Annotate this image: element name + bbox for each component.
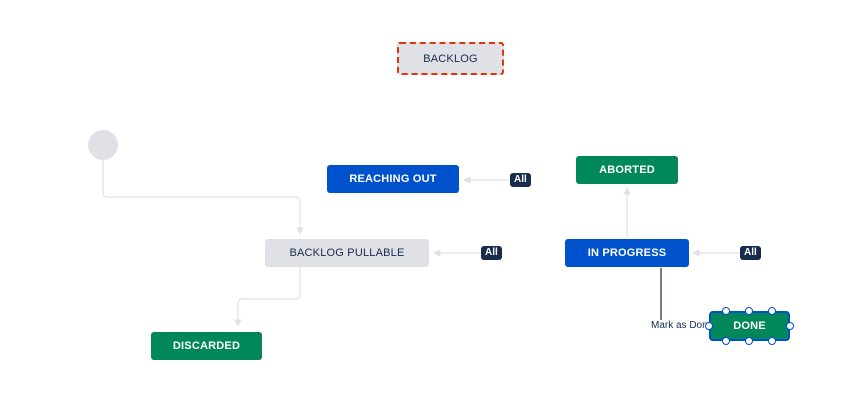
resize-handle-top-2[interactable] xyxy=(745,307,753,315)
resize-handle-right[interactable] xyxy=(786,322,794,330)
resize-handle-left[interactable] xyxy=(705,322,713,330)
status-in-progress[interactable]: IN PROGRESS xyxy=(565,239,689,267)
resize-handle-top-1[interactable] xyxy=(722,307,730,315)
status-reaching-out[interactable]: REACHING OUT xyxy=(327,165,459,193)
all-transition-badge-backlog-pullable[interactable]: All xyxy=(481,246,502,260)
status-in-progress-label: IN PROGRESS xyxy=(587,247,667,259)
status-aborted[interactable]: ABORTED xyxy=(576,156,678,184)
status-reaching-out-label: REACHING OUT xyxy=(349,173,437,185)
all-transition-badge-reaching-out[interactable]: All xyxy=(510,173,531,187)
resize-handle-top-3[interactable] xyxy=(768,307,776,315)
connector-start-to-backlog-pullable xyxy=(102,160,304,235)
status-backlog[interactable]: BACKLOG xyxy=(397,42,504,75)
status-discarded[interactable]: DISCARDED xyxy=(151,332,262,360)
resize-handle-bottom-3[interactable] xyxy=(768,337,776,345)
connector-backlog-pullable-to-discarded xyxy=(234,266,301,327)
transition-label-mark-as-done[interactable]: Mark as Done xyxy=(651,320,714,331)
all-transition-badge-in-progress[interactable]: All xyxy=(740,246,761,260)
resize-handle-bottom-1[interactable] xyxy=(722,337,730,345)
status-backlog-pullable-label: BACKLOG PULLABLE xyxy=(289,247,405,259)
status-aborted-label: ABORTED xyxy=(599,164,655,176)
start-node[interactable] xyxy=(88,130,118,160)
status-discarded-label: DISCARDED xyxy=(172,340,241,352)
status-backlog-label: BACKLOG xyxy=(423,52,478,65)
status-backlog-pullable[interactable]: BACKLOG PULLABLE xyxy=(265,239,429,267)
resize-handle-bottom-2[interactable] xyxy=(745,337,753,345)
status-done-label: DONE xyxy=(733,320,766,332)
